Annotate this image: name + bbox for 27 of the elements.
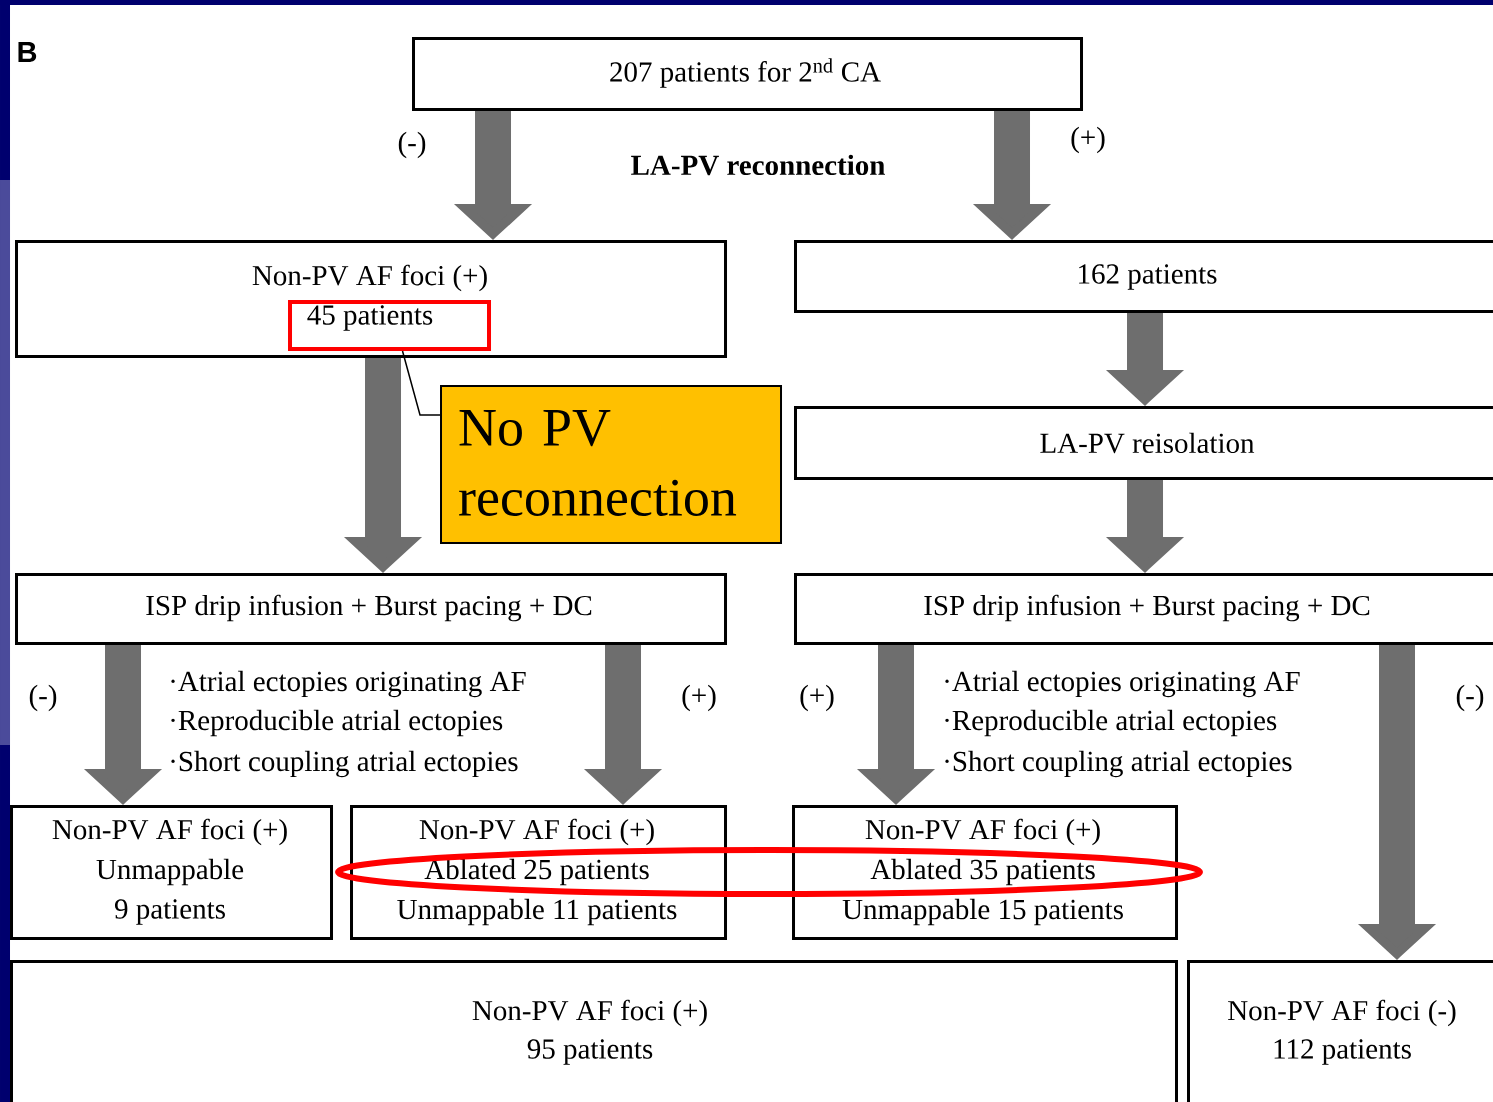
bullet-text: ·Short coupling atrial ectopies xyxy=(171,750,518,778)
process-box: 207 patients for 2$^{nd}$ CA xyxy=(412,37,1083,111)
bullet-text: ·Short coupling atrial ectopies xyxy=(945,750,1292,778)
edge-label: (+) xyxy=(682,684,716,712)
process-box: Non-PV AF foci (+) Ablated 25 patients Unmappable 11 patients xyxy=(350,805,727,940)
edge-label: (+) xyxy=(1071,126,1105,154)
panel-letter: B xyxy=(18,42,37,62)
process-box: ISP drip infusion + Burst pacing + DC xyxy=(15,573,727,645)
edge-label: (-) xyxy=(1456,684,1484,712)
process-box: Non-PV AF foci (+) Ablated 35 patients Unmappable 15 patients xyxy=(792,805,1178,940)
highlight-box: 45 patients xyxy=(288,300,491,351)
edge-label: (-) xyxy=(29,684,57,712)
process-box: LA-PV reisolation xyxy=(794,406,1493,480)
bullet-text: ·Atrial ectopies originating AF xyxy=(171,670,526,698)
bullet-text: ·Reproducible atrial ectopies xyxy=(171,709,503,737)
process-box: 162 patients xyxy=(794,240,1493,313)
process-box: ISP drip infusion + Burst pacing + DC xyxy=(794,573,1493,645)
callout-box: No PV reconnection xyxy=(440,385,782,544)
edge-label: (-) xyxy=(398,131,426,159)
heading-text: LA-PV reconnection xyxy=(631,154,885,176)
bullet-text: ·Reproducible atrial ectopies xyxy=(945,709,1277,737)
leader-line xyxy=(401,350,441,416)
process-box: Non-PV AF foci (+) Unmappable 9 patients xyxy=(10,805,333,940)
edge-label: (+) xyxy=(800,684,834,712)
process-box: Non-PV AF foci (+) 95 patients xyxy=(10,960,1178,1102)
bullet-text: ·Atrial ectopies originating AF xyxy=(945,670,1300,698)
process-box: Non-PV AF foci (-) 112 patients xyxy=(1187,960,1493,1102)
